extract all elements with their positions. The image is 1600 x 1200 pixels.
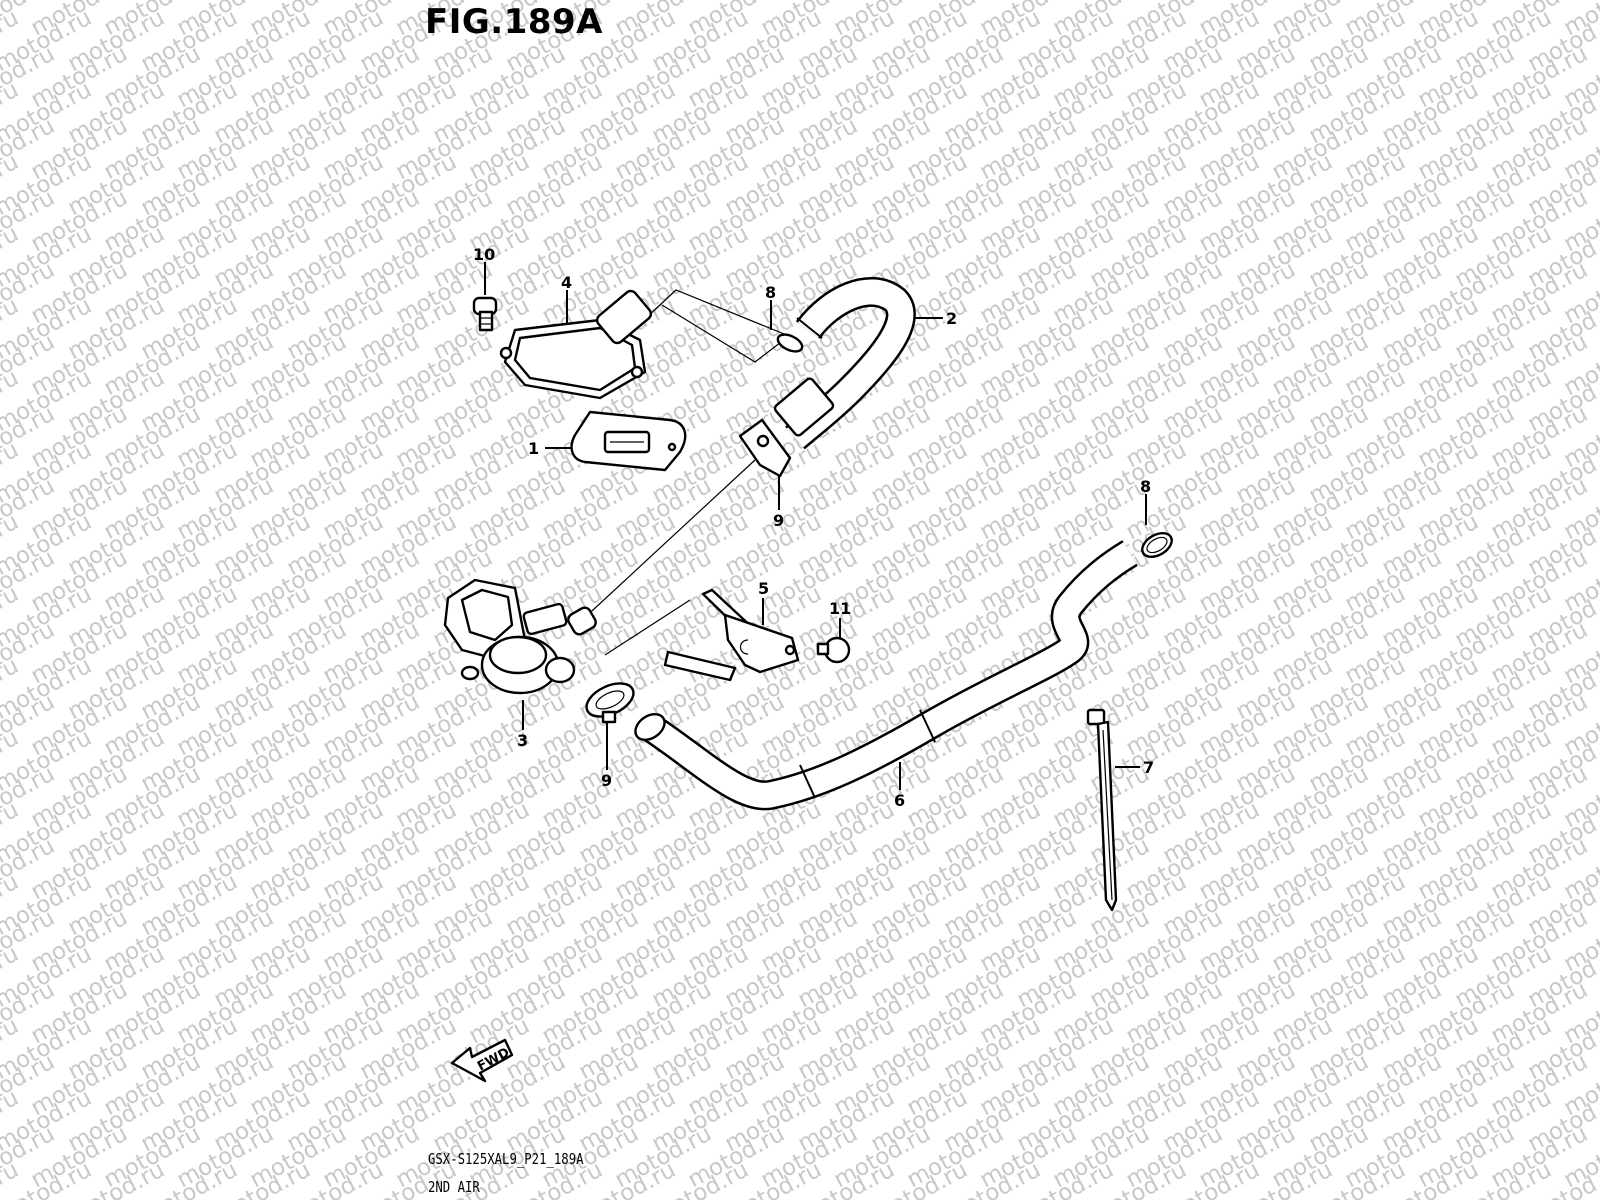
callout-10: 10 (473, 245, 495, 264)
figure-title: FIG.189A (425, 2, 603, 42)
callout-1: 1 (528, 439, 539, 458)
part-3-valve (443, 578, 597, 695)
part-9-clip-lower (585, 682, 635, 724)
forward-arrow-icon: FWD (450, 1038, 514, 1083)
callout-2: 2 (946, 309, 957, 328)
callout-11: 11 (829, 599, 851, 618)
part-8-clamp-upper (776, 333, 804, 353)
callout-8-upper: 8 (765, 283, 776, 302)
hose-6 (634, 540, 1138, 811)
part-11-bolt (816, 636, 851, 664)
callout-5: 5 (758, 579, 769, 598)
part-5-bracket (663, 588, 800, 682)
callout-8-lower: 8 (1140, 477, 1151, 496)
callout-numbers: 1 2 3 4 5 6 7 8 8 9 9 10 11 (473, 245, 1154, 810)
part-9-clip-upper (738, 418, 792, 478)
part-8-clamp-lower (1141, 532, 1173, 558)
part-10-bolt (472, 296, 498, 332)
part-1-seal (570, 410, 687, 472)
part-7-cable-tie (1086, 708, 1118, 912)
callout-4: 4 (561, 273, 572, 292)
hose-2 (773, 276, 916, 450)
callout-7: 7 (1143, 758, 1154, 777)
callout-9-upper: 9 (773, 511, 784, 530)
callout-3: 3 (517, 731, 528, 750)
callout-6: 6 (894, 791, 905, 810)
callout-9-lower: 9 (601, 771, 612, 790)
figure-code: GSX-S125XAL9_P21_189A (428, 1150, 584, 1168)
figure-name: 2ND AIR (428, 1178, 480, 1196)
part-4-cover (499, 289, 653, 400)
